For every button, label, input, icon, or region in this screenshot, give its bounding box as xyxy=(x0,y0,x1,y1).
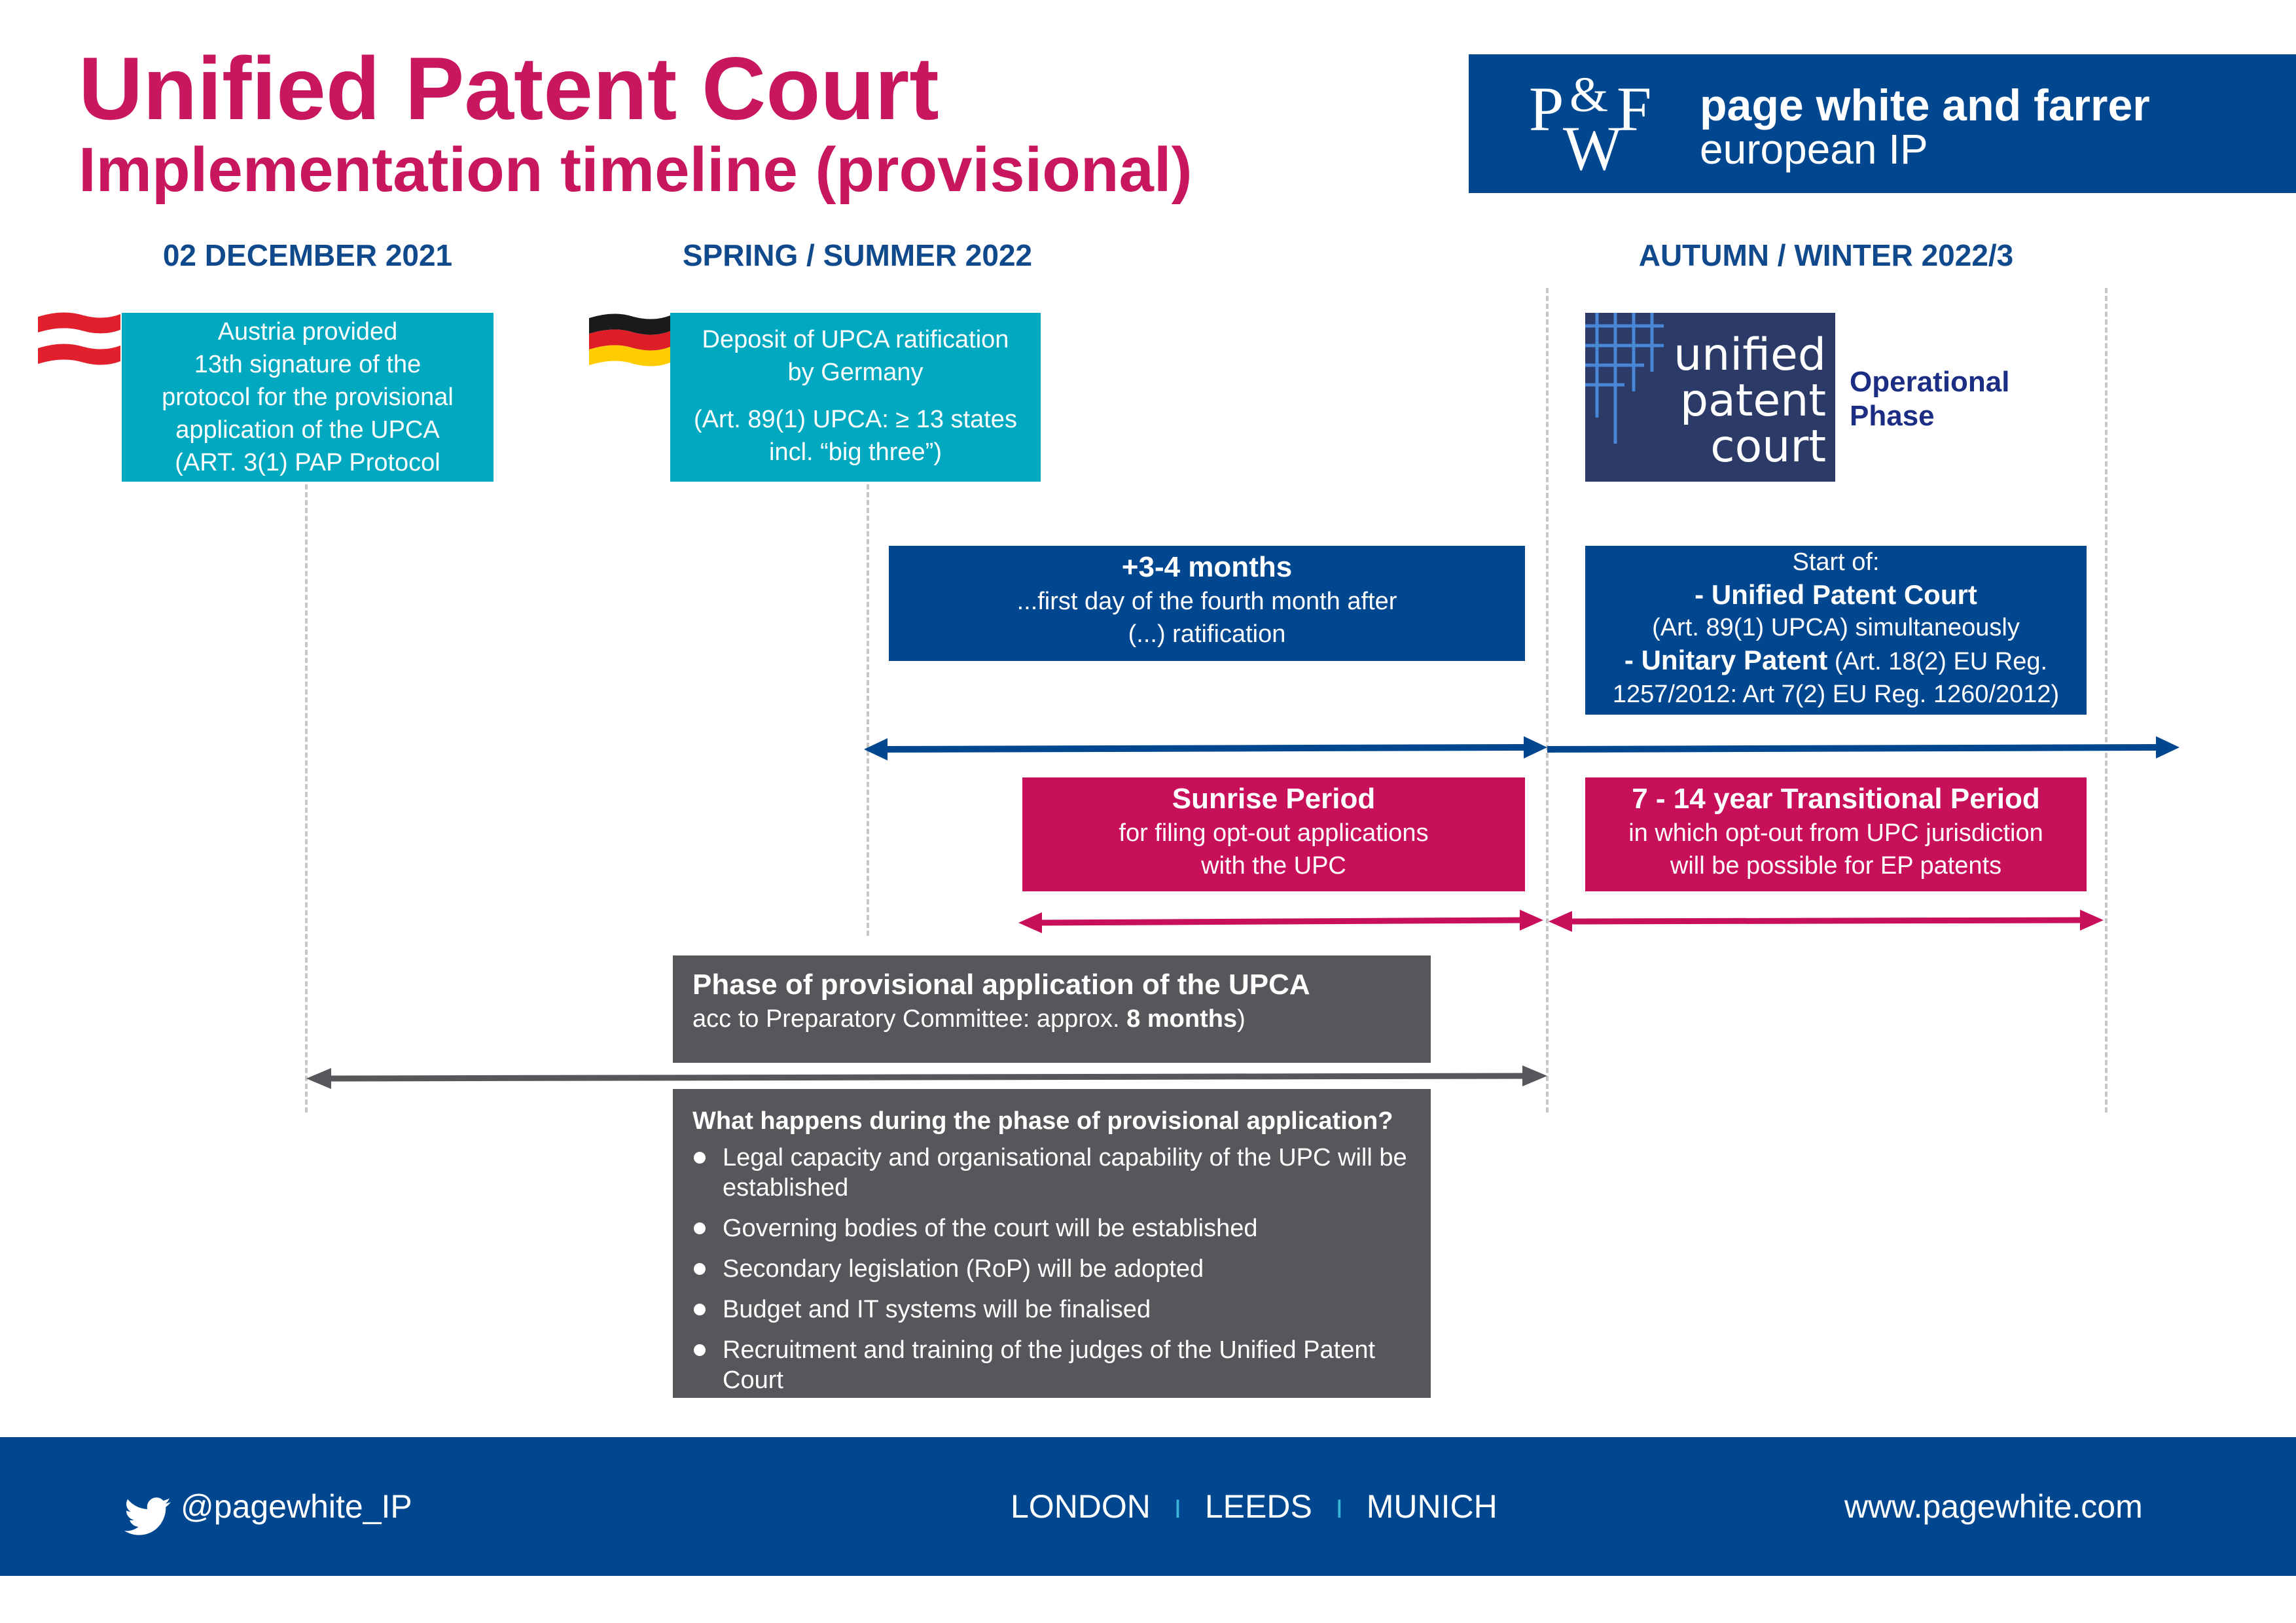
sunrise-period-box: Sunrise Period for filing opt-out applic… xyxy=(1022,777,1525,891)
germany-box-line: Deposit of UPCA ratification xyxy=(702,326,1009,353)
provisional-box-bold: 8 months xyxy=(1126,1005,1238,1033)
provisional-box-line: acc to Preparatory Committee: approx. xyxy=(692,1005,1127,1033)
office-locations: LONDON I LEEDS I MUNICH xyxy=(1011,1487,1498,1529)
upc-logo-text: unified patent court xyxy=(1674,332,1826,470)
transitional-box-line: will be possible for EP patents xyxy=(1670,852,2002,880)
start-box-line: - Unified Patent Court xyxy=(1695,579,1977,610)
logo-ampersand: & xyxy=(1570,67,1609,122)
austria-box-line: Austria provided xyxy=(217,318,398,346)
start-of-upc-box: Start of: - Unified Patent Court (Art. 8… xyxy=(1585,546,2087,715)
page-subtitle: Implementation timeline (provisional) xyxy=(79,135,1193,205)
timeline-marker-line-3 xyxy=(1546,288,1549,1113)
months-box-line: (...) ratification xyxy=(1128,620,1286,648)
months-box-heading: +3-4 months xyxy=(1121,551,1293,583)
start-box-line: Start of: xyxy=(1792,548,1880,576)
operational-label-line: Operational xyxy=(1850,366,2010,398)
operational-phase-label: Operational Phase xyxy=(1850,365,2010,433)
what-box-list: Legal capacity and organisational capabi… xyxy=(692,1143,1411,1395)
germany-ratification-box: Deposit of UPCA ratification by Germany … xyxy=(670,313,1041,482)
provisional-application-box: Phase of provisional application of the … xyxy=(673,955,1431,1063)
website-link[interactable]: www.pagewhite.com xyxy=(1844,1488,2143,1525)
germany-box-line: by Germany xyxy=(787,359,924,386)
date-heading-1: 02 DECEMBER 2021 xyxy=(162,238,453,272)
office-munich: MUNICH xyxy=(1366,1488,1498,1525)
provisional-box-line: ) xyxy=(1237,1005,1246,1033)
pink-timeline-arrows xyxy=(1018,910,2104,933)
sunrise-box-line: for filing opt-out applications xyxy=(1119,819,1429,847)
austria-flag-icon xyxy=(37,308,122,370)
twitter-handle[interactable]: @pagewhite_IP xyxy=(181,1488,412,1525)
grey-timeline-arrow xyxy=(306,1065,1547,1089)
upc-logo-line: court xyxy=(1710,421,1826,473)
operational-label-line: Phase xyxy=(1850,400,1935,432)
footer: @pagewhite_IP LONDON I LEEDS I MUNICH ww… xyxy=(0,1437,2296,1576)
germany-flag-icon xyxy=(588,309,672,372)
sunrise-box-line: with the UPC xyxy=(1201,852,1346,880)
upc-logo-line: unified xyxy=(1674,329,1826,381)
germany-box-line: incl. “big three”) xyxy=(769,438,942,466)
austria-box-line: 13th signature of the xyxy=(194,351,422,378)
austria-box-line: (ART. 3(1) PAP Protocol xyxy=(175,449,440,476)
firm-name: page white and farrer xyxy=(1700,80,2150,130)
start-box-line: 1257/2012: Art 7(2) EU Reg. 1260/2012) xyxy=(1612,681,2060,708)
provisional-box-heading: Phase of provisional application of the … xyxy=(692,969,1310,1001)
upc-logo-line: patent xyxy=(1679,375,1826,427)
start-box-line: (Art. 89(1) UPCA) simultaneously xyxy=(1652,614,2020,641)
twitter-icon xyxy=(124,1497,171,1537)
start-box-line: (Art. 18(2) EU Reg. xyxy=(1827,648,2048,675)
months-after-ratification-box: +3-4 months ...first day of the fourth m… xyxy=(889,546,1525,661)
list-item: Budget and IT systems will be finalised xyxy=(692,1294,1411,1325)
upc-logo: unified patent court xyxy=(1585,313,1835,482)
what-happens-box: What happens during the phase of provisi… xyxy=(673,1089,1431,1398)
separator: I xyxy=(1174,1495,1181,1524)
navy-timeline-arrow xyxy=(864,736,2179,760)
office-london: LONDON xyxy=(1011,1488,1151,1525)
date-heading-3: AUTUMN / WINTER 2022/3 xyxy=(1638,238,2014,272)
timeline-marker-line-4 xyxy=(2105,288,2108,1113)
list-item: Legal capacity and organisational capabi… xyxy=(692,1143,1411,1203)
timeline-marker-line-1 xyxy=(305,484,308,1113)
austria-signature-box: Austria provided 13th signature of the p… xyxy=(122,313,493,482)
pwf-monogram: P & W F xyxy=(1529,67,1673,183)
months-box-line: ...first day of the fourth month after xyxy=(1016,588,1397,615)
start-box-bold: - Unitary Patent xyxy=(1624,645,1828,675)
what-box-heading: What happens during the phase of provisi… xyxy=(692,1107,1393,1135)
office-leeds: LEEDS xyxy=(1204,1488,1312,1525)
logo-letter-p: P xyxy=(1529,74,1564,144)
transitional-period-box: 7 - 14 year Transitional Period in which… xyxy=(1585,777,2087,891)
logo-letter-w: W xyxy=(1563,113,1623,183)
page-title: Unified Patent Court xyxy=(79,39,939,138)
austria-box-line: application of the UPCA xyxy=(175,416,440,444)
germany-box-line: (Art. 89(1) UPCA: ≥ 13 states xyxy=(694,406,1017,433)
list-item: Secondary legislation (RoP) will be adop… xyxy=(692,1254,1411,1284)
firm-tagline: european IP xyxy=(1700,126,1928,173)
date-heading-2: SPRING / SUMMER 2022 xyxy=(682,238,1033,272)
separator: I xyxy=(1335,1495,1343,1524)
sunrise-box-heading: Sunrise Period xyxy=(1172,783,1376,815)
transitional-box-line: in which opt-out from UPC jurisdiction xyxy=(1628,819,2043,847)
austria-box-line: protocol for the provisional xyxy=(162,383,454,411)
pwf-logo: P & W F page white and farrer european I… xyxy=(1469,54,2296,193)
logo-letter-f: F xyxy=(1617,74,1652,144)
list-item: Governing bodies of the court will be es… xyxy=(692,1213,1411,1243)
list-item: Recruitment and training of the judges o… xyxy=(692,1335,1411,1395)
timeline-marker-line-2 xyxy=(867,484,869,936)
transitional-box-heading: 7 - 14 year Transitional Period xyxy=(1632,783,2040,815)
